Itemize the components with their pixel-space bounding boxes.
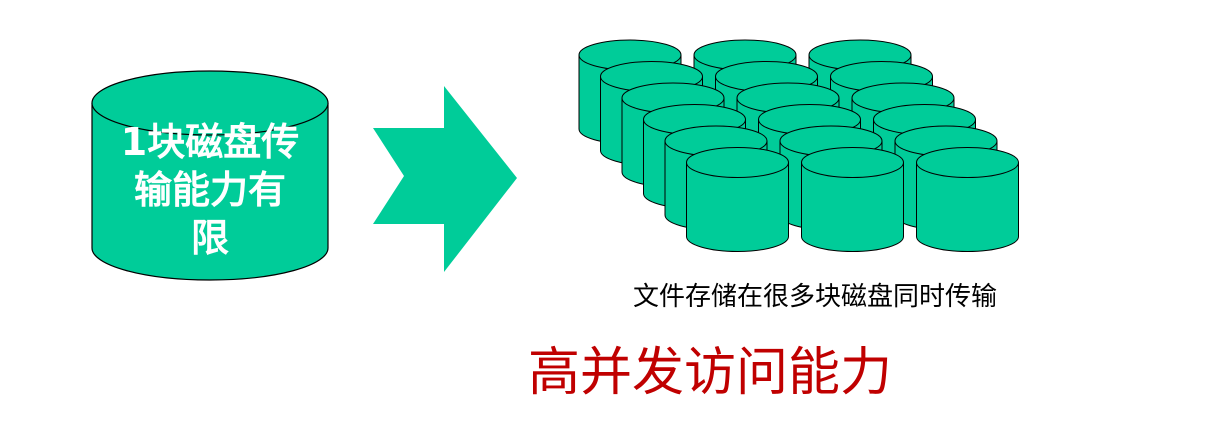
array-disk-body: [916, 162, 1019, 252]
array-disk-top: [916, 147, 1019, 178]
right-arrow-icon: [373, 86, 517, 272]
disk-array-icon: [578, 39, 1019, 252]
array-disk-top: [801, 147, 904, 178]
single-disk-label-line-3: 限: [190, 216, 229, 260]
single-disk-label-line-2: 输能力有: [133, 168, 286, 212]
array-disk-icon: [686, 147, 789, 252]
single-disk-label: 1块磁盘传 输能力有 限: [92, 118, 328, 262]
array-disk-top: [686, 147, 789, 178]
single-disk-body: [91, 103, 329, 281]
array-disk-body: [801, 162, 904, 252]
single-disk-top: [91, 70, 329, 136]
array-disk-icon: [916, 147, 1019, 252]
headline: 高并发访问能力: [527, 343, 892, 403]
array-disk-icon: [801, 147, 904, 252]
single-disk-icon: [91, 70, 329, 281]
single-disk-label-line-1: 1块磁盘传: [120, 120, 300, 164]
disk-array-caption: 文件存储在很多块磁盘同时传输: [632, 282, 997, 312]
array-disk-body: [686, 162, 789, 252]
